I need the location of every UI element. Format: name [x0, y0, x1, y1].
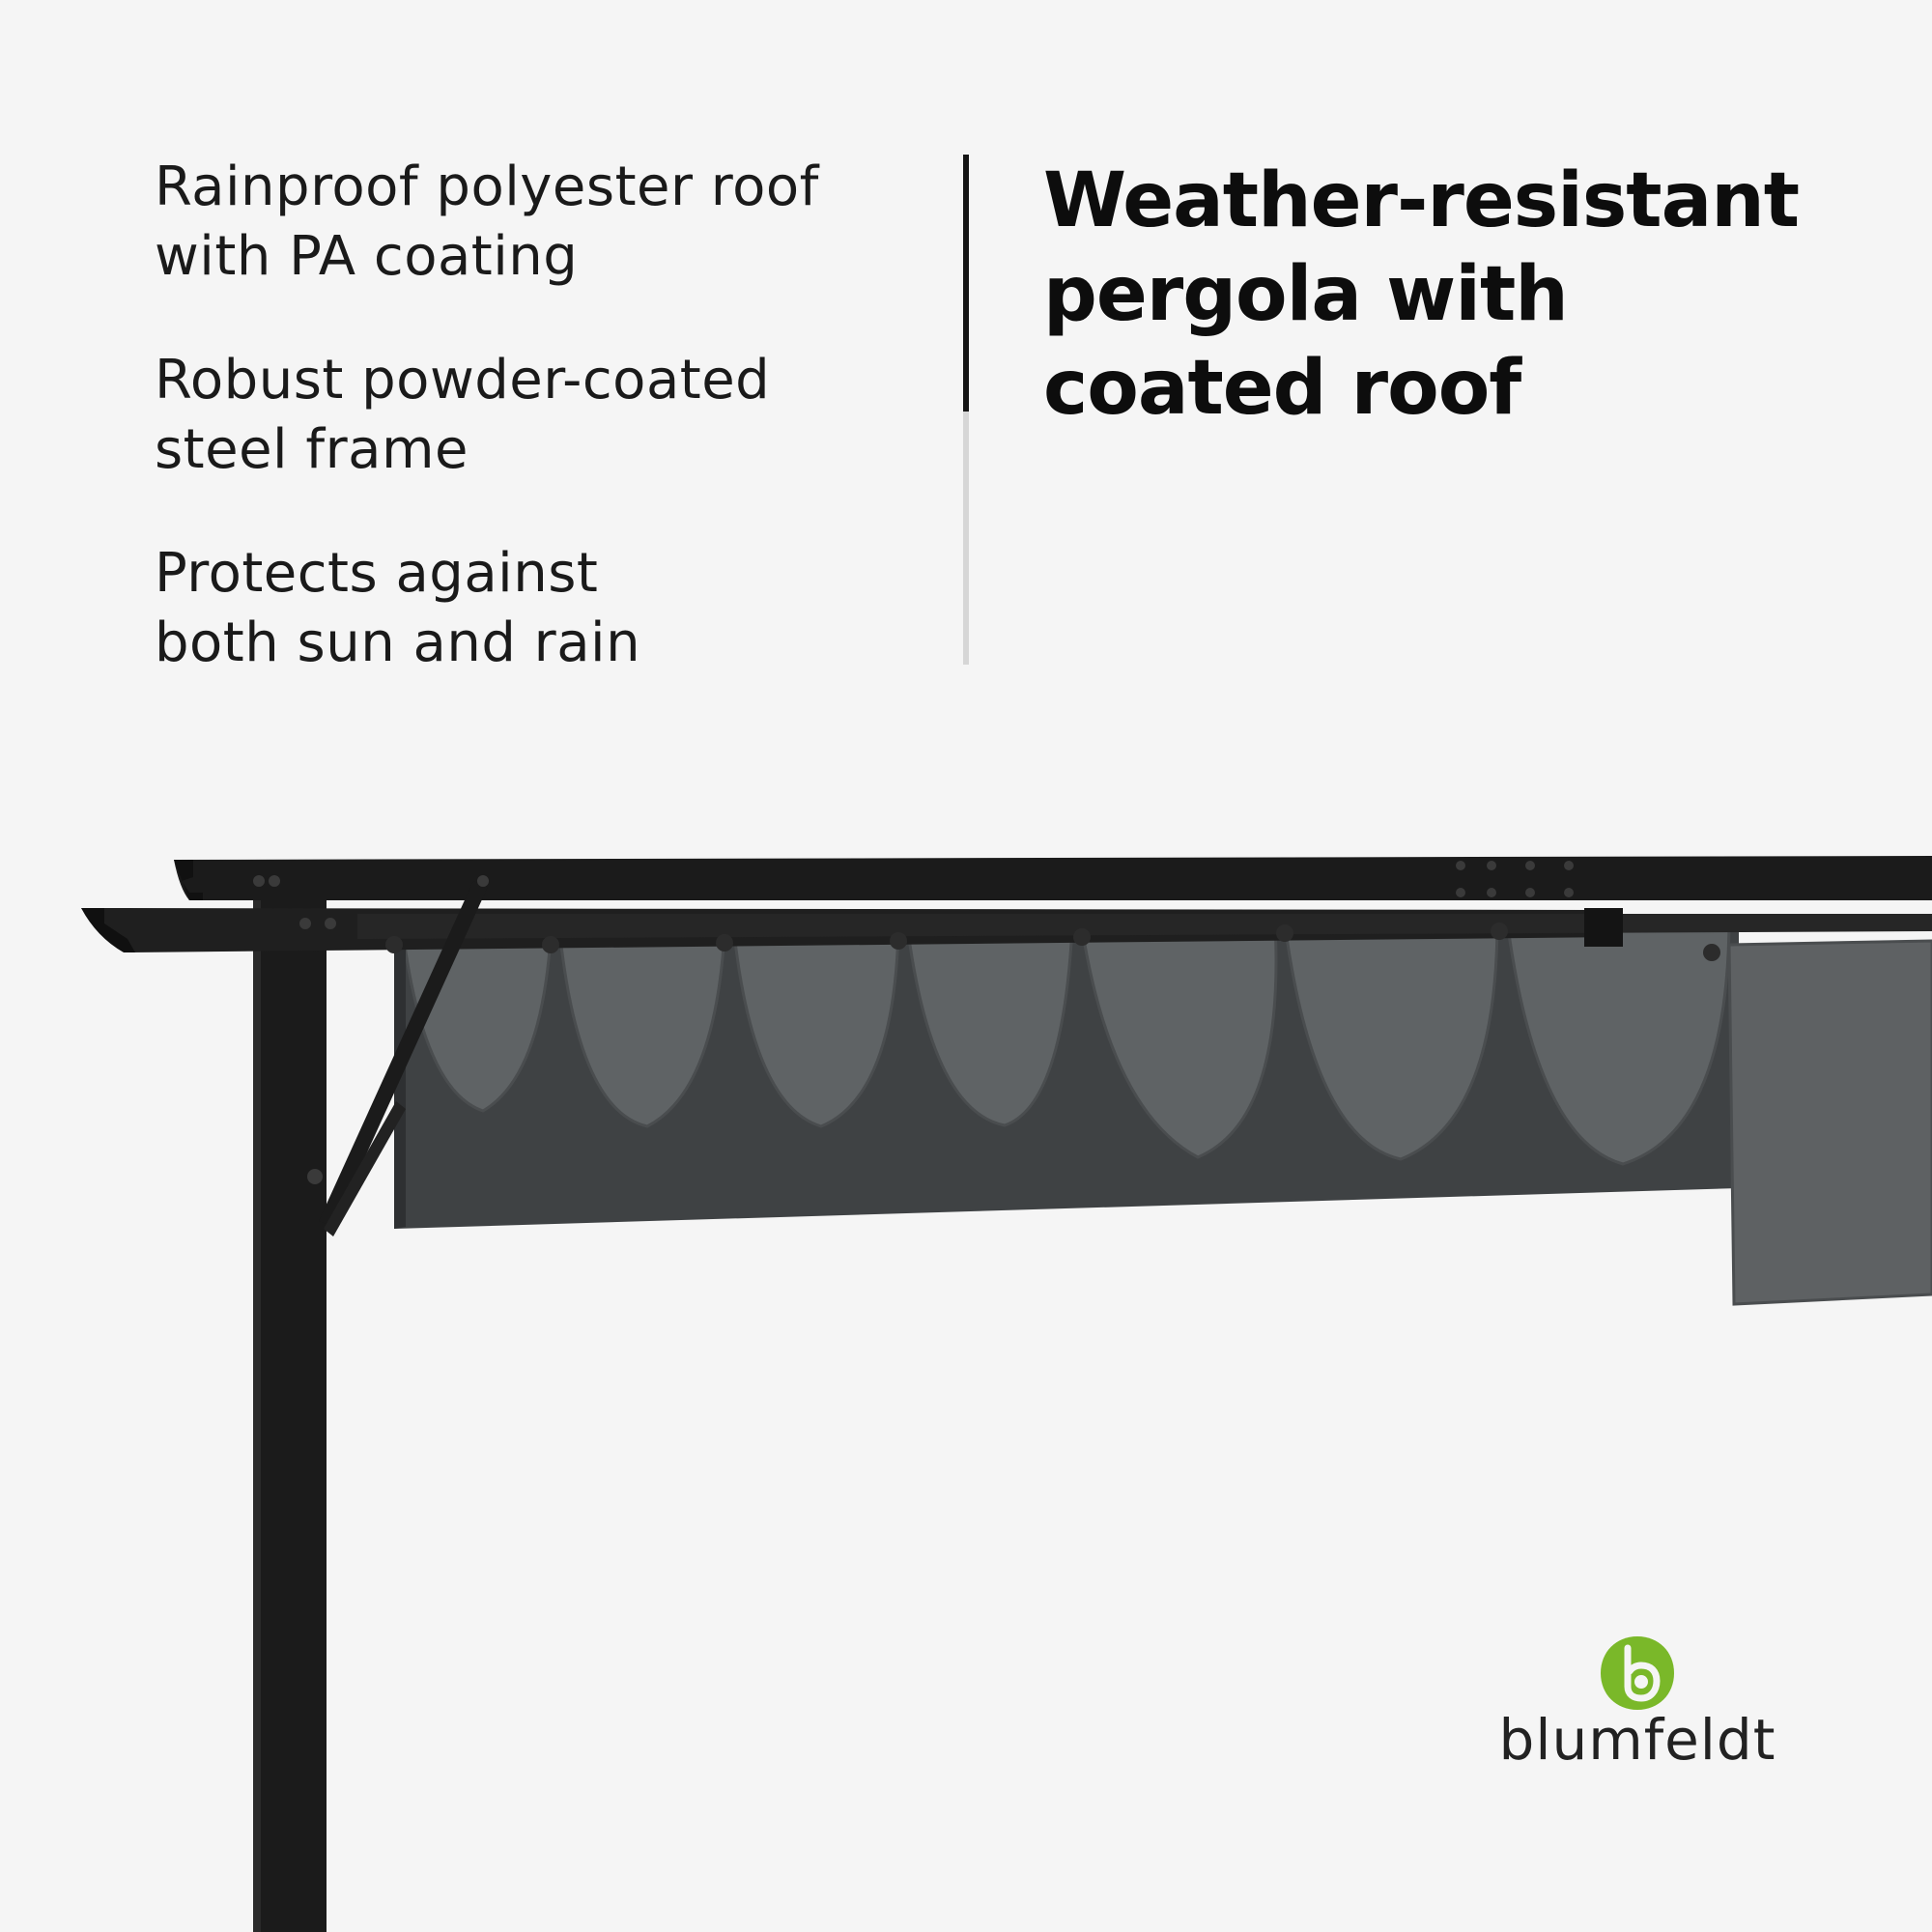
brand-wordmark: blumfeldt — [1498, 1707, 1776, 1773]
feature-item-roof: Rainproof polyester roof with PA coating — [155, 156, 819, 288]
feature-item-frame: Robust powder-coated steel frame — [155, 349, 771, 481]
frame-lower-rail — [357, 914, 1932, 939]
frame-top-beam-end — [174, 860, 203, 900]
headline: Weather-resistant pergola with coated ro… — [1043, 157, 1800, 432]
frame-front-rail-end — [81, 908, 135, 952]
canopy-hooks — [385, 923, 1720, 961]
feature-item-protection: Protects against both sun and rain — [155, 542, 641, 674]
brand-logo: blumfeldt — [1488, 1633, 1787, 1773]
frame-diagonal-brace-2 — [324, 1101, 406, 1236]
brand-leaf-icon — [1601, 1636, 1674, 1710]
divider-dark-segment — [963, 155, 969, 412]
frame-top-beam — [174, 856, 1932, 900]
frame-post-highlight — [253, 860, 261, 1932]
frame-post — [253, 860, 327, 1932]
frame-bolts — [253, 861, 1574, 1184]
feature-list: Rainproof polyester roof with PA coating… — [155, 153, 889, 732]
pergola-illustration — [81, 856, 1932, 1932]
vertical-divider — [963, 155, 969, 665]
canopy-folds — [402, 914, 1731, 1166]
canopy-left-strip — [394, 937, 406, 1229]
divider-light-segment — [963, 412, 969, 665]
frame-diagonal-brace — [319, 881, 488, 1227]
frame-rail-connector — [1584, 908, 1623, 947]
canopy-end-panel — [1727, 939, 1932, 1306]
